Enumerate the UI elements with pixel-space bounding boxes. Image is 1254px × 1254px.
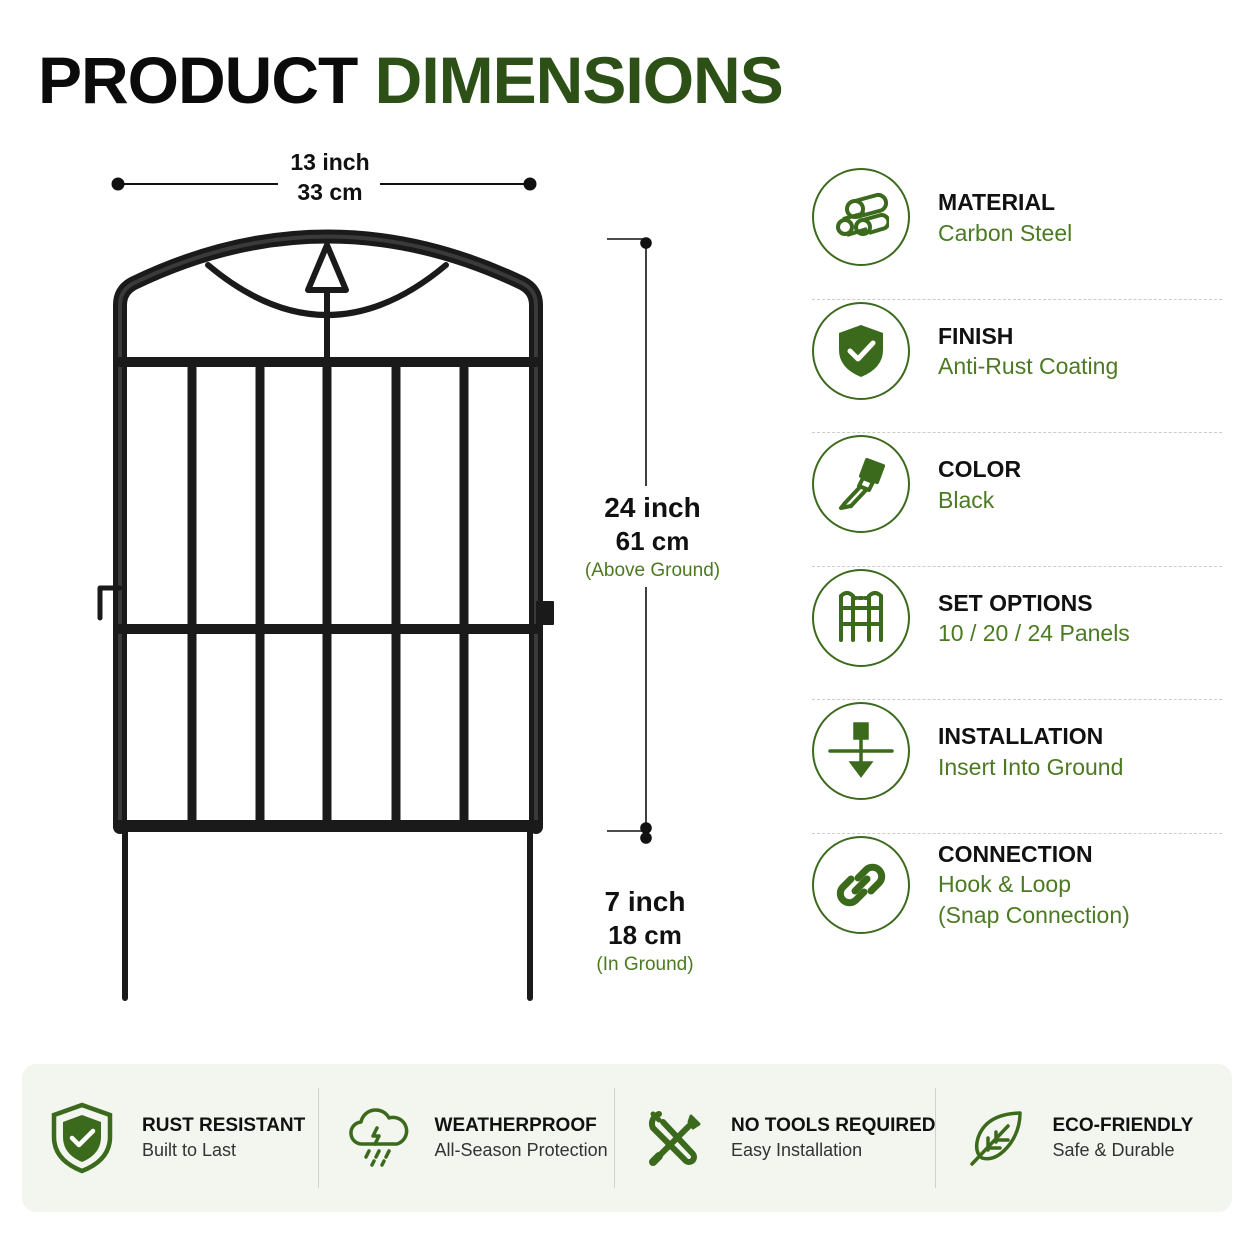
chain-link-icon (812, 835, 910, 934)
spec-finish-label: FINISH (938, 322, 1014, 349)
feature-eco-friendly: ECO-FRIENDLY Safe & Durable (935, 1088, 1232, 1188)
spec-installation: INSTALLATION Insert Into Ground (812, 700, 1222, 834)
width-dimension-line (111, 177, 537, 191)
feature-weatherproof-sub: All-Season Protection (434, 1140, 608, 1161)
feature-rust-resistant-sub: Built to Last (142, 1140, 237, 1161)
height-cm: 61 cm (615, 526, 690, 556)
width-inch: 13 inch (290, 149, 370, 175)
width-cm: 33 cm (297, 178, 363, 205)
fence-panel (97, 229, 554, 1001)
spec-material-value: Carbon Steel (938, 219, 1073, 246)
title-product: PRODUCT (38, 43, 358, 117)
ground-cm: 18 cm (608, 920, 682, 950)
feature-no-tools: NO TOOLS REQUIRED Easy Installation (614, 1088, 935, 1188)
spec-finish-value: Anti-Rust Coating (938, 353, 1119, 380)
ground-inch: 7 inch (604, 886, 686, 917)
spec-installation-value: Insert Into Ground (938, 753, 1124, 780)
wrench-screwdriver-icon (641, 1102, 709, 1174)
ground-note: (In Ground) (596, 953, 694, 975)
rain-cloud-icon (345, 1102, 413, 1174)
feature-no-tools-sub: Easy Installation (731, 1140, 863, 1161)
height-note: (Above Ground) (584, 559, 721, 581)
leaf-icon (962, 1102, 1030, 1174)
paint-brush-icon (812, 435, 910, 533)
width-label: 13 inch 33 cm (230, 148, 430, 208)
shield-check-icon (812, 301, 910, 400)
spec-color-value: Black (938, 486, 995, 513)
feature-eco-friendly-sub: Safe & Durable (1052, 1140, 1175, 1161)
spec-connection-value-note: (Snap Connection) (938, 902, 1130, 929)
spec-color-label: COLOR (938, 456, 1022, 482)
feature-rust-resistant-label: RUST RESISTANT (142, 1114, 306, 1136)
feature-eco-friendly-label: ECO-FRIENDLY (1052, 1114, 1194, 1136)
spec-connection: CONNECTION Hook & Loop (Snap Connection) (812, 834, 1222, 968)
page-title: PRODUCT DIMENSIONS (38, 43, 784, 117)
spec-connection-value: Hook & Loop (938, 871, 1071, 898)
height-inch: 24 inch (604, 492, 701, 523)
spec-finish: FINISH Anti-Rust Coating (812, 300, 1222, 433)
spec-material: MATERIAL Carbon Steel (812, 166, 1222, 300)
feature-weatherproof: WEATHERPROOF All-Season Protection (317, 1088, 615, 1188)
spec-set-options: SET OPTIONS 10 / 20 / 24 Panels (812, 567, 1222, 700)
height-label: 24 inch 61 cm (Above Ground) (555, 486, 750, 588)
spec-color: COLOR Black (812, 433, 1222, 567)
shield-check-icon (48, 1102, 116, 1174)
spec-set-options-label: SET OPTIONS (938, 589, 1093, 616)
spec-connection-label: CONNECTION (938, 840, 1093, 867)
spec-list: MATERIAL Carbon Steel FINISH Anti-Rust C… (812, 166, 1222, 967)
title-dimensions: DIMENSIONS (374, 43, 784, 117)
feature-weatherproof-label: WEATHERPROOF (434, 1114, 597, 1136)
ground-label: 7 inch 18 cm (In Ground) (555, 884, 735, 977)
feature-rust-resistant: RUST RESISTANT Built to Last (22, 1088, 318, 1188)
spec-set-options-value: 10 / 20 / 24 Panels (938, 620, 1130, 647)
spec-material-label: MATERIAL (938, 189, 1056, 215)
feature-bar: RUST RESISTANT Built to Last WEATHERPROO… (22, 1064, 1232, 1212)
fence-panels-icon (812, 568, 910, 667)
feature-no-tools-label: NO TOOLS REQUIRED (731, 1114, 936, 1136)
steel-pipes-icon (812, 168, 910, 266)
stake-into-ground-icon (812, 702, 910, 800)
spec-installation-label: INSTALLATION (938, 723, 1104, 749)
